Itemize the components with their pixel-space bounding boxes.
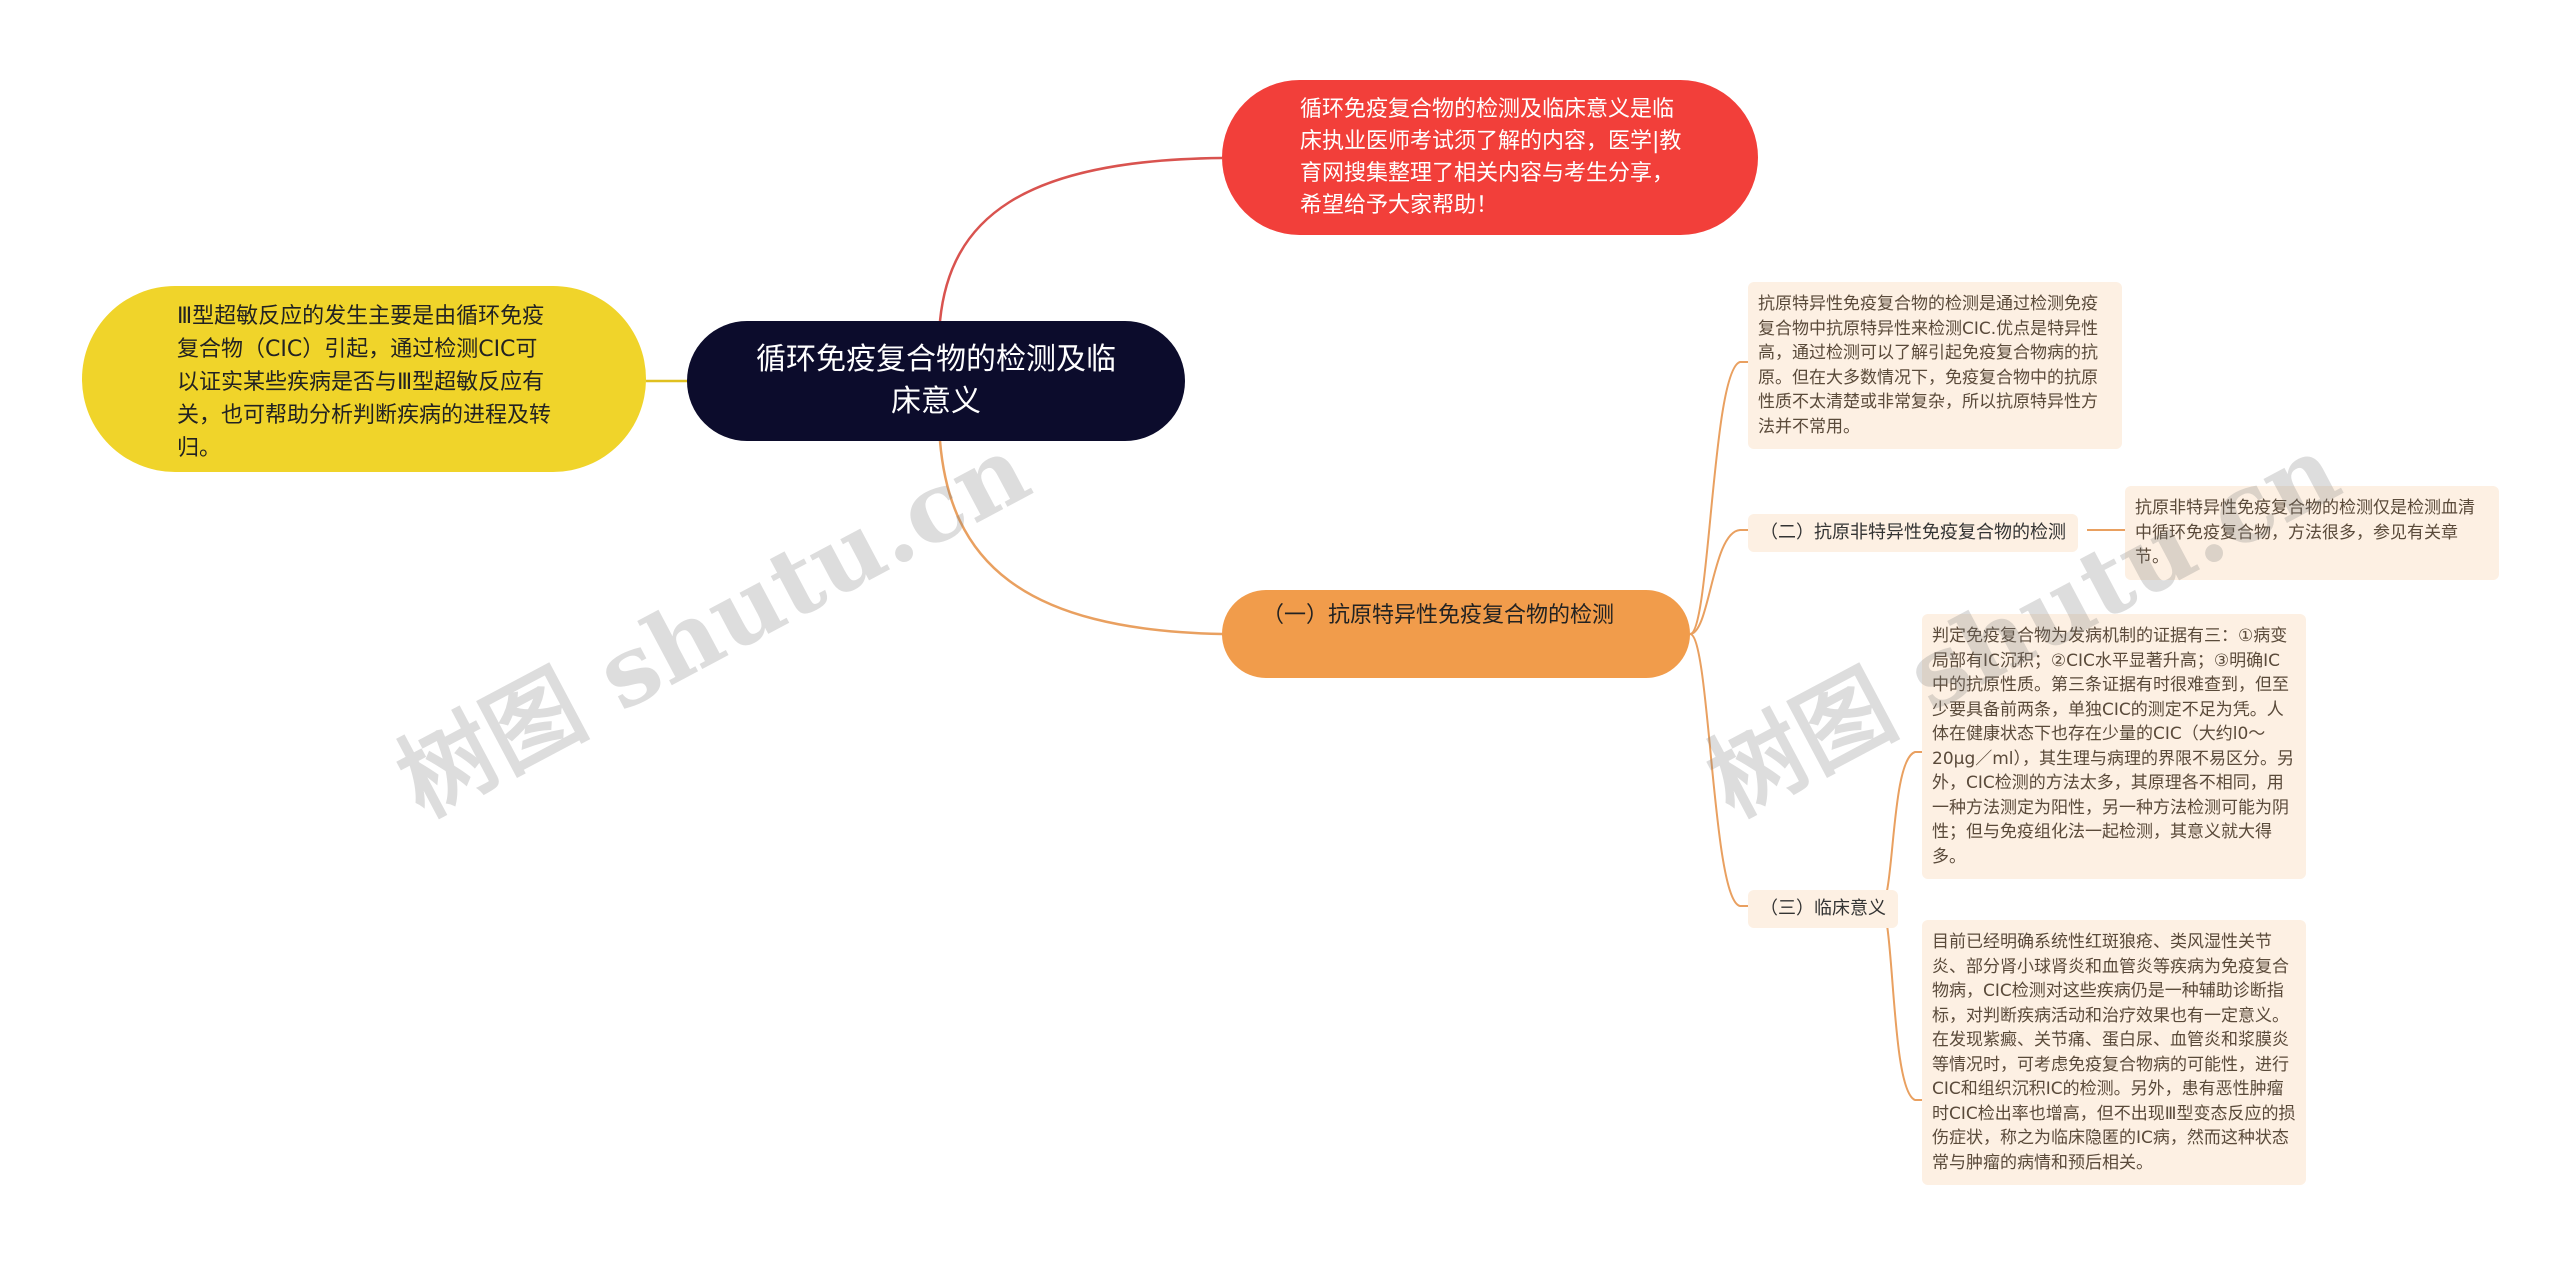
nonspecific-label-text: （二）抗原非特异性免疫复合物的检测: [1760, 522, 2066, 543]
link-branch-nonspecific: [1689, 529, 1748, 635]
left-note-node[interactable]: Ⅲ型超敏反应的发生主要是由循环免疫复合物（CIC）引起，通过检测CIC可以证实某…: [82, 286, 646, 472]
branch-text: （一）抗原特异性免疫复合物的检测: [1262, 603, 1615, 628]
branch-node[interactable]: （一）抗原特异性免疫复合物的检测: [1222, 590, 1690, 678]
nonspecific-label-node[interactable]: （二）抗原非特异性免疫复合物的检测: [1748, 514, 2078, 552]
clinical-desc1-node[interactable]: 判定免疫复合物为发病机制的证据有三：①病变局部有IC沉积；②CIC水平显著升高；…: [1922, 614, 2306, 879]
central-topic-text: 循环免疫复合物的检测及临床意义: [756, 342, 1116, 419]
clinical-desc2-text: 目前已经明确系统性红斑狼疮、类风湿性关节炎、部分肾小球肾炎和血管炎等疾病为免疫复…: [1932, 932, 2296, 1173]
link-central-intro: [938, 156, 1223, 322]
clinical-desc1-text: 判定免疫复合物为发病机制的证据有三：①病变局部有IC沉积；②CIC水平显著升高；…: [1932, 626, 2295, 867]
nonspecific-desc-node[interactable]: 抗原非特异性免疫复合物的检测仅是检测血清中循环免疫复合物，方法很多，参见有关章节…: [2125, 486, 2499, 580]
intro-text: 循环免疫复合物的检测及临床意义是临床执业医师考试须了解的内容，医学|教育网搜集整…: [1300, 97, 1682, 218]
intro-node[interactable]: 循环免疫复合物的检测及临床意义是临床执业医师考试须了解的内容，医学|教育网搜集整…: [1222, 80, 1758, 235]
specific-desc-text: 抗原特异性免疫复合物的检测是通过检测免疫复合物中抗原特异性来检测CIC.优点是特…: [1758, 294, 2099, 437]
left-note-text: Ⅲ型超敏反应的发生主要是由循环免疫复合物（CIC）引起，通过检测CIC可以证实某…: [177, 304, 552, 461]
central-topic[interactable]: 循环免疫复合物的检测及临床意义: [687, 321, 1185, 441]
link-clinical-desc2: [1879, 905, 1922, 1101]
clinical-label-text: （三）临床意义: [1760, 898, 1886, 919]
link-clinical-desc1: [1879, 751, 1922, 907]
specific-desc-node[interactable]: 抗原特异性免疫复合物的检测是通过检测免疫复合物中抗原特异性来检测CIC.优点是特…: [1748, 282, 2122, 449]
nonspecific-desc-text: 抗原非特异性免疫复合物的检测仅是检测血清中循环免疫复合物，方法很多，参见有关章节…: [2135, 498, 2475, 567]
clinical-label-node[interactable]: （三）临床意义: [1748, 890, 1898, 928]
link-branch-clinical: [1689, 633, 1748, 907]
link-central-branch: [938, 440, 1223, 636]
link-branch-specific: [1689, 361, 1748, 635]
clinical-desc2-node[interactable]: 目前已经明确系统性红斑狼疮、类风湿性关节炎、部分肾小球肾炎和血管炎等疾病为免疫复…: [1922, 920, 2306, 1185]
